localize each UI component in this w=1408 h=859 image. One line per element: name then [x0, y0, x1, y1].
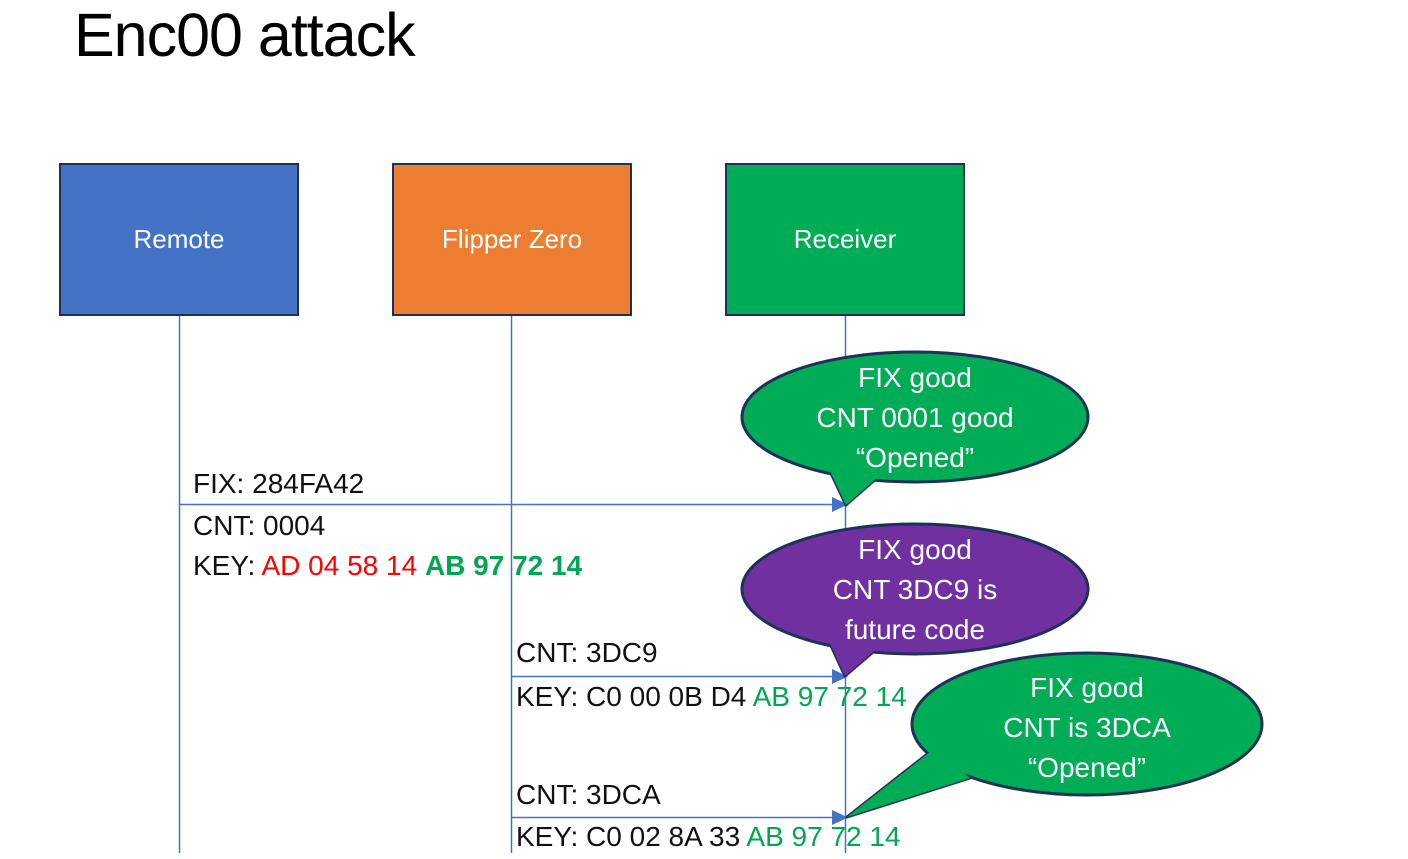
- callout-tail-cover: [820, 622, 886, 676]
- arrowhead-icon: [832, 810, 848, 825]
- callout-line: “Opened”: [1027, 752, 1147, 783]
- callout-ellipse: [740, 350, 1090, 484]
- key-green-part: AB 97 72 14: [424, 550, 583, 581]
- callout-line: CNT 3DC9 is: [832, 574, 998, 605]
- message-1-fix: FIX: 284FA42: [193, 468, 365, 499]
- message-arrow-3: [511, 810, 848, 825]
- message-3-key: KEY: C0 02 8A 33 AB 97 72 14: [516, 821, 901, 853]
- message-1-cnt: CNT: 0004: [193, 510, 326, 541]
- actor-label: Remote: [133, 224, 225, 254]
- callout-line: CNT 0001 good: [816, 402, 1014, 433]
- callout-tail-cover: [820, 450, 886, 505]
- callout-ellipse: [740, 522, 1090, 656]
- callout-shape-fix-good-cnt-0001: [740, 350, 1090, 507]
- callout-line: FIX good: [858, 534, 972, 565]
- callout-line: FIX good: [858, 362, 972, 393]
- callout-3-text: FIX good CNT is 3DCA “Opened”: [912, 668, 1262, 788]
- key-label: KEY:: [516, 821, 587, 852]
- message-2-cnt: CNT: 3DC9: [516, 637, 658, 668]
- callout-line: “Opened”: [855, 442, 975, 473]
- page-title: Enc00 attack: [74, 1, 416, 69]
- key-black-part: C0 02 8A 33: [586, 821, 747, 852]
- key-black-part: C0 00 0B D4: [586, 681, 753, 712]
- callout-1-text: FIX good CNT 0001 good “Opened”: [742, 358, 1088, 478]
- actor-box-receiver: Receiver: [725, 163, 965, 316]
- callout-shape-fix-good-cnt-3dca: [845, 651, 1264, 819]
- callout-2-text: FIX good CNT 3DC9 is future code: [742, 530, 1088, 650]
- callout-tail-cover: [847, 748, 970, 817]
- callout-line: CNT is 3DCA: [1003, 712, 1171, 743]
- arrowhead-icon: [832, 669, 848, 684]
- actor-label: Receiver: [793, 224, 897, 254]
- key-green-part: AB 97 72 14: [752, 681, 907, 712]
- callout-line: FIX good: [1030, 672, 1144, 703]
- key-red-part: AD 04 58 14: [261, 550, 425, 581]
- actor-box-remote: Remote: [59, 163, 299, 316]
- message-arrow-2: [511, 669, 848, 684]
- message-2-key: KEY: C0 00 0B D4 AB 97 72 14: [516, 681, 907, 713]
- message-arrow-1: [179, 497, 848, 512]
- callout-shape-fix-good-cnt-3dc9: [740, 522, 1090, 678]
- callout-ellipse: [910, 651, 1264, 797]
- key-label: KEY:: [516, 681, 587, 712]
- key-green-part: AB 97 72 14: [746, 821, 901, 852]
- callout-line: future code: [844, 614, 986, 645]
- message-1-key: KEY: AD 04 58 14 AB 97 72 14: [193, 550, 582, 582]
- arrowhead-icon: [832, 497, 848, 512]
- actor-label: Flipper Zero: [441, 224, 583, 254]
- actor-box-flipper-zero: Flipper Zero: [392, 163, 632, 316]
- message-3-cnt: CNT: 3DCA: [516, 779, 661, 810]
- key-label: KEY:: [193, 550, 262, 581]
